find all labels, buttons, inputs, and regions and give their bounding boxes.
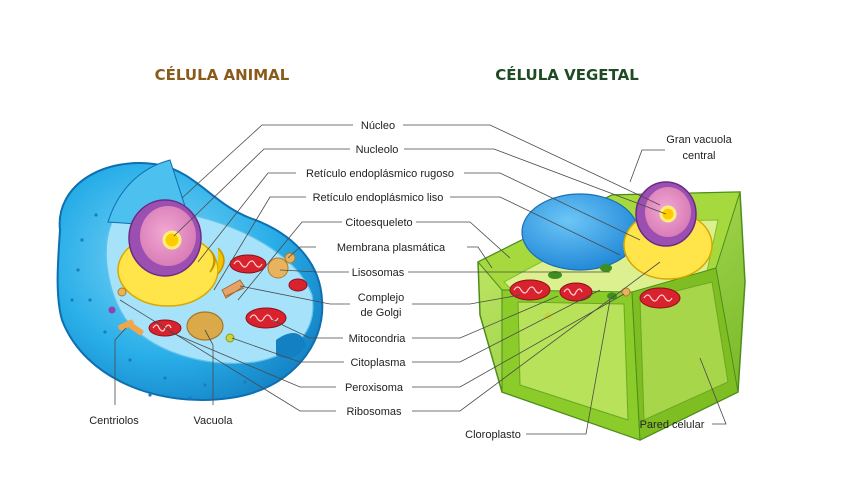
animal-lysosomes — [108, 252, 296, 343]
label-complejo: Complejo — [358, 292, 404, 304]
label-cloroplasto: Cloroplasto — [465, 429, 521, 441]
label-vacuola: Vacuola — [194, 415, 234, 427]
label-membrana: Membrana plasmática — [337, 242, 446, 254]
plant-nucleolus — [659, 205, 677, 223]
animal-golgi — [209, 247, 225, 275]
animal-nucleolus — [162, 230, 182, 250]
plant-cell — [477, 181, 746, 441]
label-centriolos: Centriolos — [89, 415, 139, 427]
animal-centrioles — [118, 319, 144, 336]
label-citoplasma: Citoplasma — [350, 357, 406, 369]
label-pared-celular: Pared celular — [640, 419, 705, 431]
center-labels: Núcleo Nucleolo Retículo endoplásmico ru… — [306, 120, 454, 418]
label-gran-vacuola: Gran vacuola — [666, 134, 732, 146]
label-lisosomas: Lisosomas — [352, 267, 405, 279]
label-mitocondria: Mitocondria — [349, 333, 407, 345]
label-ribosomas: Ribosomas — [346, 406, 402, 418]
animal-surface-dots — [70, 213, 247, 400]
animal-cell-title: CÉLULA ANIMAL — [155, 65, 290, 84]
leader-lines — [114, 124, 727, 435]
label-nucleolo: Nucleolo — [356, 144, 399, 156]
animal-mitochondria — [148, 254, 308, 337]
animal-vacuole — [186, 311, 224, 341]
animal-membrane-notch — [276, 333, 306, 359]
animal-bottom-labels: Centriolos Vacuola — [89, 415, 233, 427]
label-reticulo-liso: Retículo endoplásmico liso — [313, 192, 444, 204]
plant-inner-front — [517, 301, 629, 421]
label-nucleo: Núcleo — [361, 120, 395, 132]
label-citoesqueleto: Citoesqueleto — [345, 217, 412, 229]
animal-cell — [56, 159, 324, 401]
label-peroxisoma: Peroxisoma — [345, 382, 404, 394]
plant-central-vacuole — [521, 193, 639, 271]
plant-cell-title: CÉLULA VEGETAL — [495, 65, 639, 84]
animal-golgi-fan — [221, 279, 245, 299]
label-central: central — [682, 150, 715, 162]
label-golgi: de Golgi — [361, 307, 402, 319]
plant-labels: Gran vacuola central Cloroplasto Pared c… — [465, 134, 732, 441]
label-reticulo-rugoso: Retículo endoplásmico rugoso — [306, 168, 454, 180]
plant-inner-side — [639, 281, 729, 421]
